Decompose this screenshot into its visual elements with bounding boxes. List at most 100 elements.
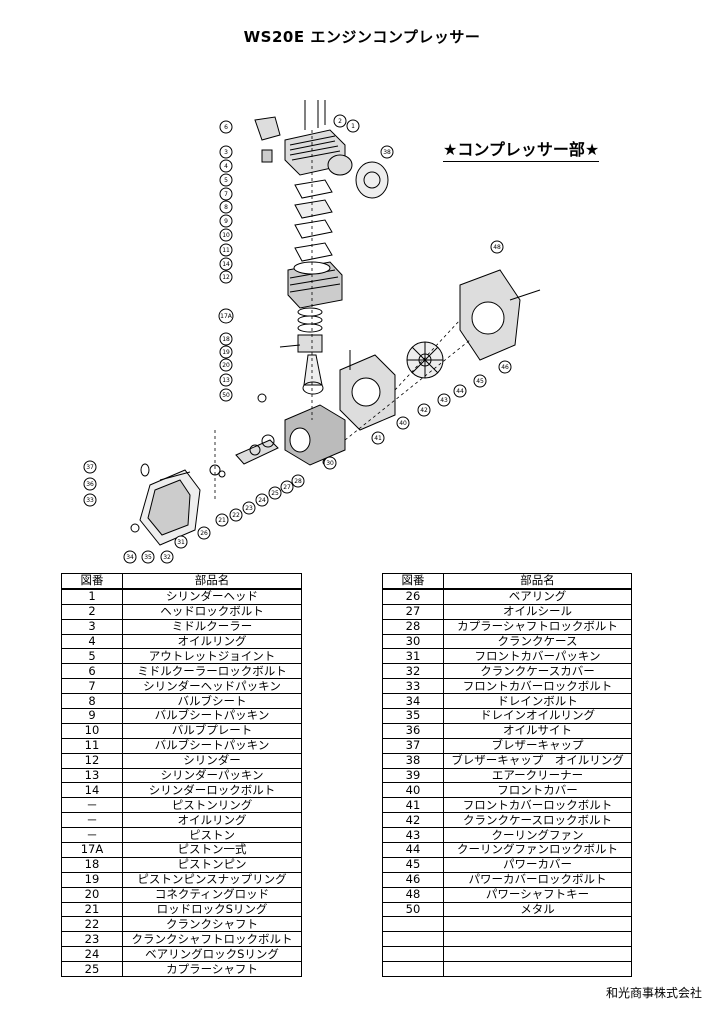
callout: 35	[141, 550, 155, 564]
cooling-fan-drawing	[406, 341, 444, 379]
callout: 27	[280, 480, 294, 494]
crankcase-cover-drawing	[130, 463, 201, 546]
part-number: 40	[382, 782, 444, 799]
callout: 37	[83, 460, 97, 474]
part-name: カプラーシャフトロックボルト	[443, 618, 632, 635]
callout: 46	[498, 360, 512, 374]
callout: 4	[219, 159, 233, 173]
part-name: シリンダーパッキン	[122, 767, 302, 784]
header-no: 図番	[382, 572, 444, 590]
svg-text:7: 7	[224, 191, 228, 198]
table-row: －ピストン	[61, 827, 302, 844]
callout: 28	[291, 474, 305, 488]
svg-text:3: 3	[224, 149, 228, 156]
part-name: ピストン	[122, 827, 302, 844]
callout: 36	[83, 477, 97, 491]
svg-text:12: 12	[222, 274, 230, 281]
piston-drawing	[257, 307, 324, 403]
part-name	[443, 916, 632, 933]
part-name: エアークリーナー	[443, 767, 632, 784]
callout: 5	[219, 173, 233, 187]
svg-text:21: 21	[218, 517, 226, 524]
callout-labels: 6 3 4 5 7 8 9 10 11 14 12 17A 18 19 20 1…	[83, 114, 512, 564]
part-name: ブレザーキャップ	[443, 737, 632, 754]
callout: 42	[417, 403, 431, 417]
table-row: －ピストンリング	[61, 797, 302, 814]
svg-text:26: 26	[200, 530, 208, 537]
svg-text:6: 6	[224, 124, 228, 131]
part-name	[443, 946, 632, 963]
callout: 11	[219, 243, 233, 257]
part-number: 10	[61, 722, 123, 739]
company-name: 和光商事株式会社	[605, 986, 702, 1000]
part-name: ベアリング	[443, 588, 632, 605]
svg-text:20: 20	[222, 362, 230, 369]
callout: 25	[268, 486, 282, 500]
part-number: 23	[61, 931, 123, 948]
part-number: －	[61, 827, 123, 844]
svg-text:37: 37	[86, 464, 94, 471]
part-number: －	[61, 797, 123, 814]
table-row	[382, 961, 632, 978]
part-name: クランクシャフトロックボルト	[122, 931, 302, 948]
part-number: 50	[382, 901, 444, 918]
callout: 17A	[218, 308, 234, 324]
front-cover-drawing	[339, 350, 396, 431]
callout: 19	[219, 345, 233, 359]
part-number: 41	[382, 797, 444, 814]
callout: 20	[219, 358, 233, 372]
part-name: クランクケース	[443, 633, 632, 650]
callout: 38	[380, 145, 394, 159]
header-name: 部品名	[443, 572, 632, 590]
part-name: フロントカバーパッキン	[443, 648, 632, 665]
part-number: 25	[61, 961, 123, 978]
part-name: シリンダー	[122, 752, 302, 769]
power-cover-drawing	[459, 269, 541, 361]
part-name: ミドルクーラー	[122, 618, 302, 635]
part-name: ミドルクーラーロックボルト	[122, 663, 302, 680]
part-name: ヘッドロックボルト	[122, 603, 302, 620]
part-name: ドレインボルト	[443, 693, 632, 710]
callout: 50	[219, 388, 233, 402]
part-number: 35	[382, 708, 444, 724]
part-name: オイルリング	[122, 633, 302, 650]
callout: 23	[242, 501, 256, 515]
svg-text:30: 30	[326, 460, 334, 467]
part-number	[382, 961, 444, 978]
callout: 31	[174, 535, 188, 549]
part-number: 30	[382, 633, 444, 650]
part-name: バルブシート	[122, 693, 302, 710]
part-name: オイルシール	[443, 603, 632, 620]
svg-text:25: 25	[271, 490, 279, 497]
part-name: クランクシャフト	[122, 916, 302, 933]
part-name: アウトレットジョイント	[122, 648, 302, 665]
part-number	[382, 931, 444, 948]
svg-text:43: 43	[440, 397, 448, 404]
svg-text:2: 2	[338, 118, 342, 125]
part-number: 28	[382, 618, 444, 635]
callout: 48	[490, 240, 504, 254]
callout: 21	[215, 513, 229, 527]
callout: 32	[160, 550, 174, 564]
svg-text:9: 9	[224, 218, 228, 225]
part-name: ロッドロックSリング	[122, 901, 302, 918]
